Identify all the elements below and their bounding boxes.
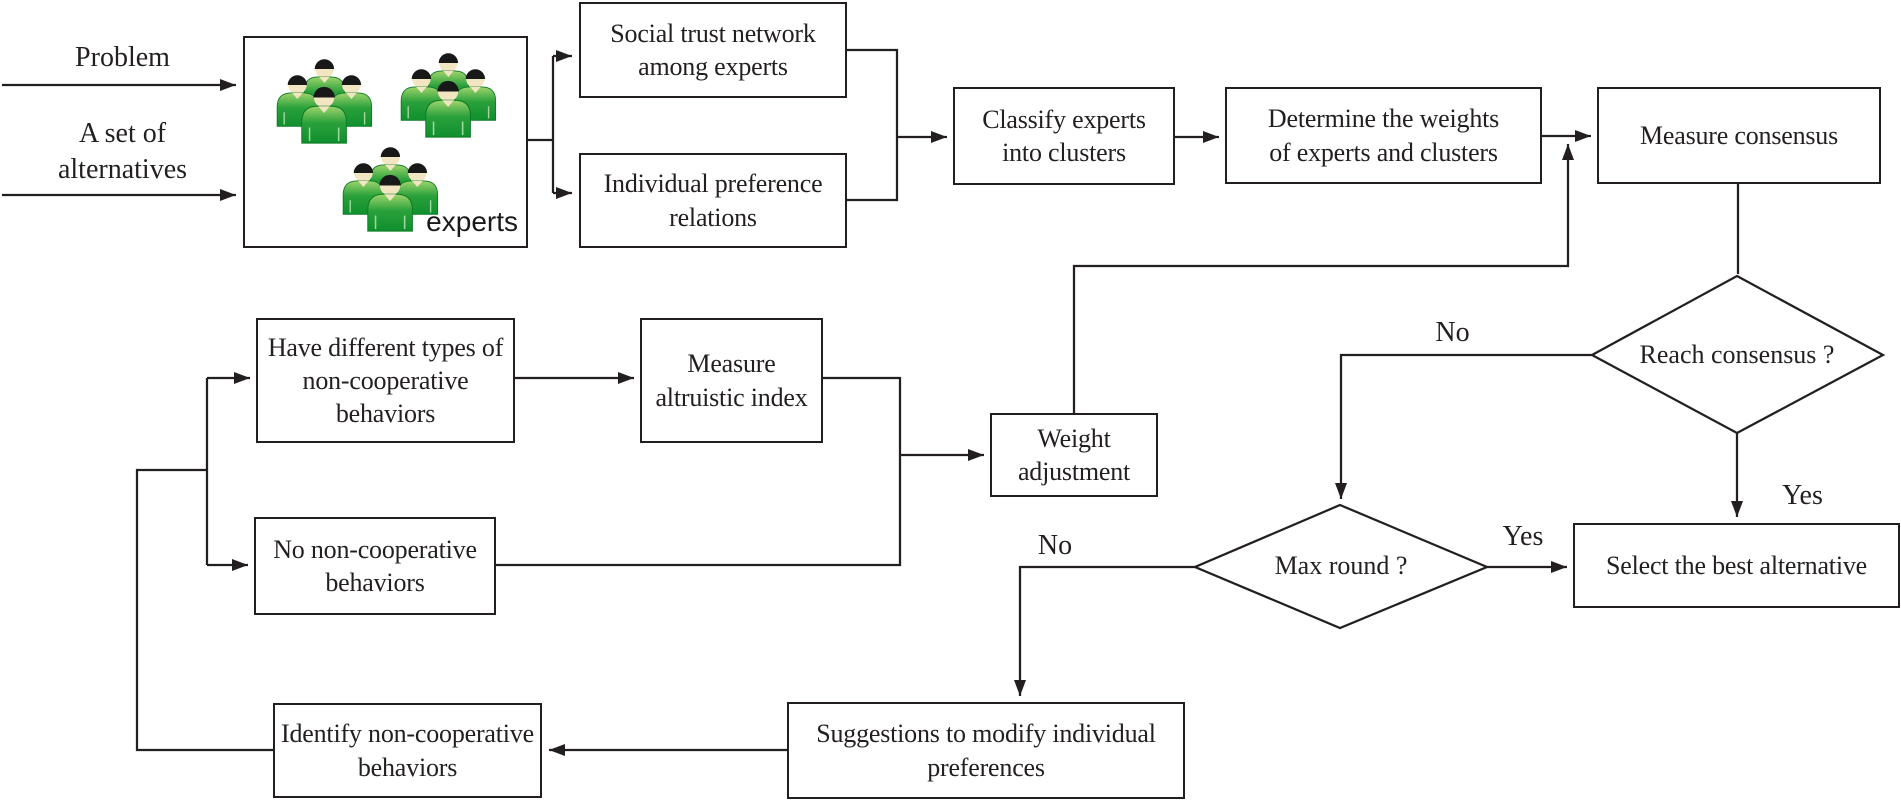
node-social-trust: Social trust network among experts [579, 2, 847, 98]
decision-max-round-label: Max round ? [1274, 551, 1408, 580]
line-identify-feedback [135, 468, 273, 752]
node-no-noncoop-label: No non-cooperative behaviors [273, 534, 477, 597]
edge-label-reach-yes: Yes [1782, 480, 1823, 511]
expert-cluster-1 [277, 59, 371, 143]
edge-label-max-no: No [1037, 530, 1073, 561]
expert-cluster-2 [401, 53, 495, 137]
node-classify-label: Classify experts into clusters [982, 104, 1146, 167]
node-suggestions-label: Suggestions to modify individual prefere… [816, 719, 1156, 782]
node-no-noncoop: No non-cooperative behaviors [254, 517, 496, 615]
experts-caption: experts [426, 206, 518, 238]
node-determine-weights-label: Determine the weights of experts and clu… [1267, 104, 1500, 167]
node-determine-weights: Determine the weights of experts and clu… [1225, 87, 1542, 184]
node-have-types-label: Have different types of non-cooperative … [267, 332, 504, 429]
line-merge-info [847, 48, 899, 202]
node-classify: Classify experts into clusters [953, 87, 1175, 185]
edge-label-reach-no: No [1435, 317, 1470, 348]
node-measure-altruistic: Measure altruistic index [640, 318, 823, 443]
node-weight-adjustment-label: Weight adjustment [1017, 423, 1131, 486]
node-measure-consensus: Measure consensus [1597, 87, 1881, 184]
line-reach-no [1335, 353, 1592, 499]
line-max-no [1014, 565, 1195, 696]
node-social-trust-label: Social trust network among experts [610, 18, 816, 81]
decision-reach-consensus-label: Reach consensus ? [1639, 340, 1835, 369]
node-experts: experts [243, 36, 528, 248]
edge-label-max-yes: Yes [1502, 521, 1544, 552]
node-individual-pref-label: Individual preference relations [603, 169, 823, 232]
node-identify: Identify non-cooperative behaviors [273, 703, 542, 798]
expert-cluster-3 [343, 147, 437, 231]
node-suggestions: Suggestions to modify individual prefere… [787, 702, 1185, 799]
node-have-types: Have different types of non-cooperative … [256, 318, 515, 443]
problem-label: Problem [75, 42, 170, 73]
node-select-best-label: Select the best alternative [1606, 550, 1867, 580]
node-identify-label: Identify non-cooperative behaviors [281, 719, 534, 782]
node-measure-consensus-label: Measure consensus [1639, 120, 1839, 150]
alternatives-label: A set of alternatives [57, 118, 188, 186]
node-select-best: Select the best alternative [1573, 523, 1900, 608]
node-individual-pref: Individual preference relations [579, 153, 847, 248]
node-measure-altruistic-label: Measure altruistic index [655, 349, 808, 412]
node-weight-adjustment: Weight adjustment [990, 413, 1158, 497]
